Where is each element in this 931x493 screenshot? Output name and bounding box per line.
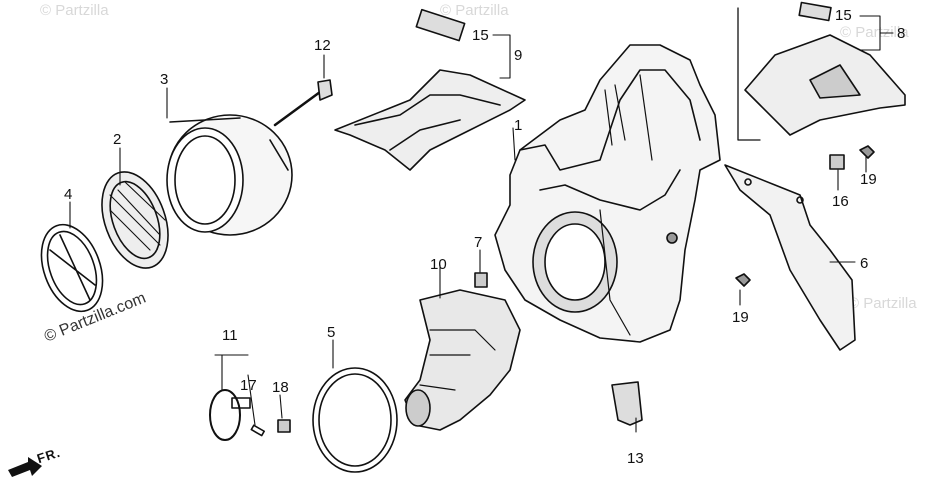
callout-label: 19 bbox=[732, 309, 749, 326]
connecting-tube-part-10 bbox=[404, 289, 521, 431]
callout-label: 8 bbox=[897, 25, 906, 42]
callout-label: 16 bbox=[832, 193, 849, 210]
sticker-part-15 bbox=[415, 8, 466, 42]
callout-label: 4 bbox=[64, 186, 73, 203]
grommet-part-13 bbox=[611, 381, 643, 426]
watermark: © Partzilla bbox=[848, 295, 917, 312]
element-housing-part-3 bbox=[166, 114, 293, 236]
plate-part-9 bbox=[334, 69, 526, 171]
callout-label: 12 bbox=[314, 37, 331, 54]
bolt-part-19 bbox=[859, 145, 875, 159]
callout-label: 5 bbox=[327, 324, 336, 341]
screw-part-12 bbox=[273, 79, 333, 127]
nut-part-16 bbox=[829, 154, 845, 170]
bolt-part-19 bbox=[735, 273, 751, 287]
callout-label: 7 bbox=[474, 234, 483, 251]
clamp-part-11 bbox=[209, 389, 251, 441]
air-filter-element-part-2 bbox=[101, 171, 169, 269]
bracket-part-6 bbox=[724, 164, 856, 351]
callout-label: 9 bbox=[514, 47, 523, 64]
callout-label: 15 bbox=[472, 27, 489, 44]
callout-label: 18 bbox=[272, 379, 289, 396]
watermark: © Partzilla bbox=[40, 2, 109, 19]
collar-part-7 bbox=[474, 272, 488, 288]
callout-label: 1 bbox=[514, 117, 523, 134]
leader-lines bbox=[69, 15, 894, 433]
nut-part-18 bbox=[277, 419, 291, 433]
gasket-part-5 bbox=[312, 367, 398, 473]
air-cleaner-case-part bbox=[494, 44, 721, 343]
watermark: © Partzilla bbox=[840, 24, 909, 41]
callout-label: 19 bbox=[860, 171, 877, 188]
callout-label: 13 bbox=[627, 450, 644, 467]
watermark: © Partzilla bbox=[440, 2, 509, 19]
callout-label: 6 bbox=[860, 255, 869, 272]
front-arrow-icon bbox=[8, 457, 42, 477]
callout-label: 17 bbox=[240, 377, 257, 394]
callout-label: 3 bbox=[160, 71, 169, 88]
cover-part-8 bbox=[737, 1, 906, 141]
callout-label: 2 bbox=[113, 131, 122, 148]
callout-label: 10 bbox=[430, 256, 447, 273]
callout-label: 15 bbox=[835, 7, 852, 24]
callout-label: 11 bbox=[222, 327, 238, 344]
screw-part-17 bbox=[250, 424, 265, 437]
element-frame-part-4 bbox=[40, 223, 104, 313]
